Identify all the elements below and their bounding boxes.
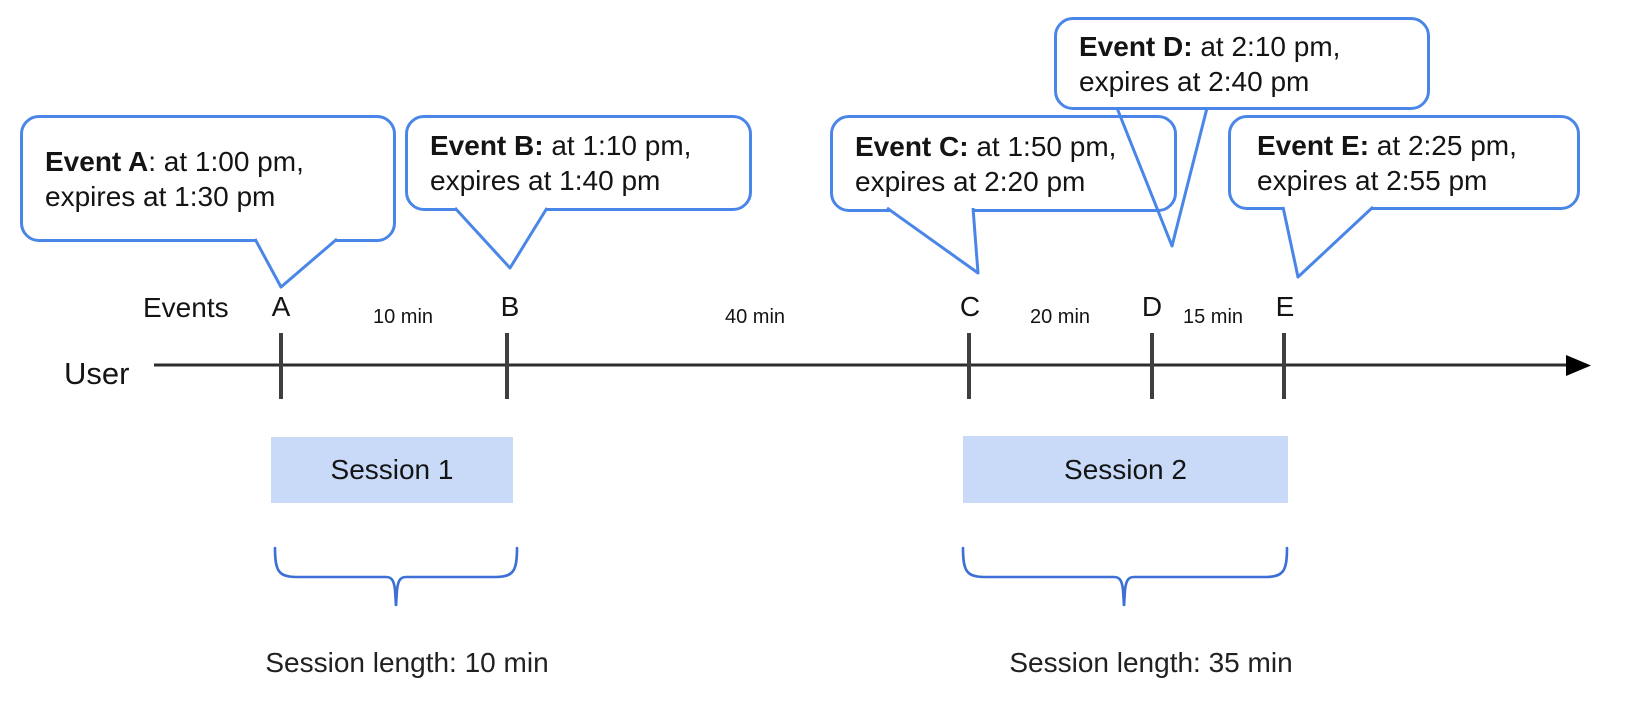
session-1-box: Session 1 bbox=[271, 437, 513, 503]
callout-event-e-line1: Event E: at 2:25 pm, bbox=[1257, 128, 1577, 163]
gap-label-b-c: 40 min bbox=[724, 306, 786, 328]
callout-event-c-line2: expires at 2:20 pm bbox=[855, 165, 1086, 197]
session-1-brace bbox=[273, 546, 519, 607]
callout-event-b-title: Event B: bbox=[430, 130, 544, 161]
session-2-box: Session 2 bbox=[963, 436, 1288, 503]
event-letter-b: B bbox=[500, 291, 520, 322]
callout-tail-e bbox=[1281, 205, 1375, 279]
user-axis-label: User bbox=[64, 356, 130, 391]
session-2-brace bbox=[961, 546, 1289, 607]
event-letter-a: A bbox=[271, 291, 291, 322]
session-2-label: Session 2 bbox=[1064, 453, 1187, 485]
callout-event-c-title: Event C: bbox=[855, 130, 969, 162]
callout-event-d: Event D: at 2:10 pm, expires at 2:40 pm bbox=[1054, 17, 1430, 110]
callout-event-a: Event A: at 1:00 pm, expires at 1:30 pm bbox=[20, 115, 396, 242]
callout-event-a-line1: Event A: at 1:00 pm, bbox=[45, 144, 393, 179]
callout-event-c-line1: Event C: at 1:50 pm, bbox=[855, 129, 1174, 164]
event-letter-d: D bbox=[1141, 291, 1163, 322]
gap-label-d-e: 15 min bbox=[1182, 306, 1244, 328]
callout-tail-a bbox=[253, 237, 338, 289]
callout-event-a-title: Event A bbox=[45, 145, 149, 177]
callout-event-c-time: at 1:50 pm, bbox=[968, 130, 1117, 162]
event-letter-e: E bbox=[1275, 291, 1295, 322]
session-1-label: Session 1 bbox=[330, 454, 454, 485]
gap-label-c-d: 20 min bbox=[1029, 306, 1091, 328]
callout-event-e-time: at 2:25 pm, bbox=[1369, 129, 1517, 161]
events-row-label: Events bbox=[143, 292, 229, 323]
callout-event-d-line2: expires at 2:40 pm bbox=[1079, 65, 1310, 97]
gap-label-a-b: 10 min bbox=[372, 306, 434, 328]
session-2-length-label: Session length: 35 min bbox=[1009, 647, 1293, 678]
callout-tail-b bbox=[453, 206, 549, 270]
callout-event-a-line2: expires at 1:30 pm bbox=[45, 180, 276, 212]
callout-event-d-title: Event D: bbox=[1079, 30, 1193, 62]
callout-event-e-line2: expires at 2:55 pm bbox=[1257, 164, 1488, 196]
callout-event-c: Event C: at 1:50 pm, expires at 2:20 pm bbox=[830, 115, 1177, 212]
callout-event-b-line1: Event B: at 1:10 pm, bbox=[430, 128, 749, 163]
callout-event-b-line2: expires at 1:40 pm bbox=[430, 165, 661, 196]
callout-event-e-title: Event E: bbox=[1257, 129, 1370, 161]
event-letter-c: C bbox=[959, 291, 981, 322]
callout-event-a-time: : at 1:00 pm, bbox=[148, 145, 304, 177]
callout-event-e: Event E: at 2:25 pm, expires at 2:55 pm bbox=[1228, 115, 1580, 210]
callout-tail-c bbox=[886, 206, 980, 275]
callout-event-d-time: at 2:10 pm, bbox=[1192, 30, 1341, 62]
callout-event-b: Event B: at 1:10 pm, expires at 1:40 pm bbox=[405, 115, 752, 211]
callout-event-d-line1: Event D: at 2:10 pm, bbox=[1079, 29, 1427, 64]
session-1-length-label: Session length: 10 min bbox=[265, 647, 549, 678]
callout-event-b-time: at 1:10 pm, bbox=[543, 130, 692, 161]
timeline-arrowhead-icon bbox=[1566, 355, 1591, 376]
